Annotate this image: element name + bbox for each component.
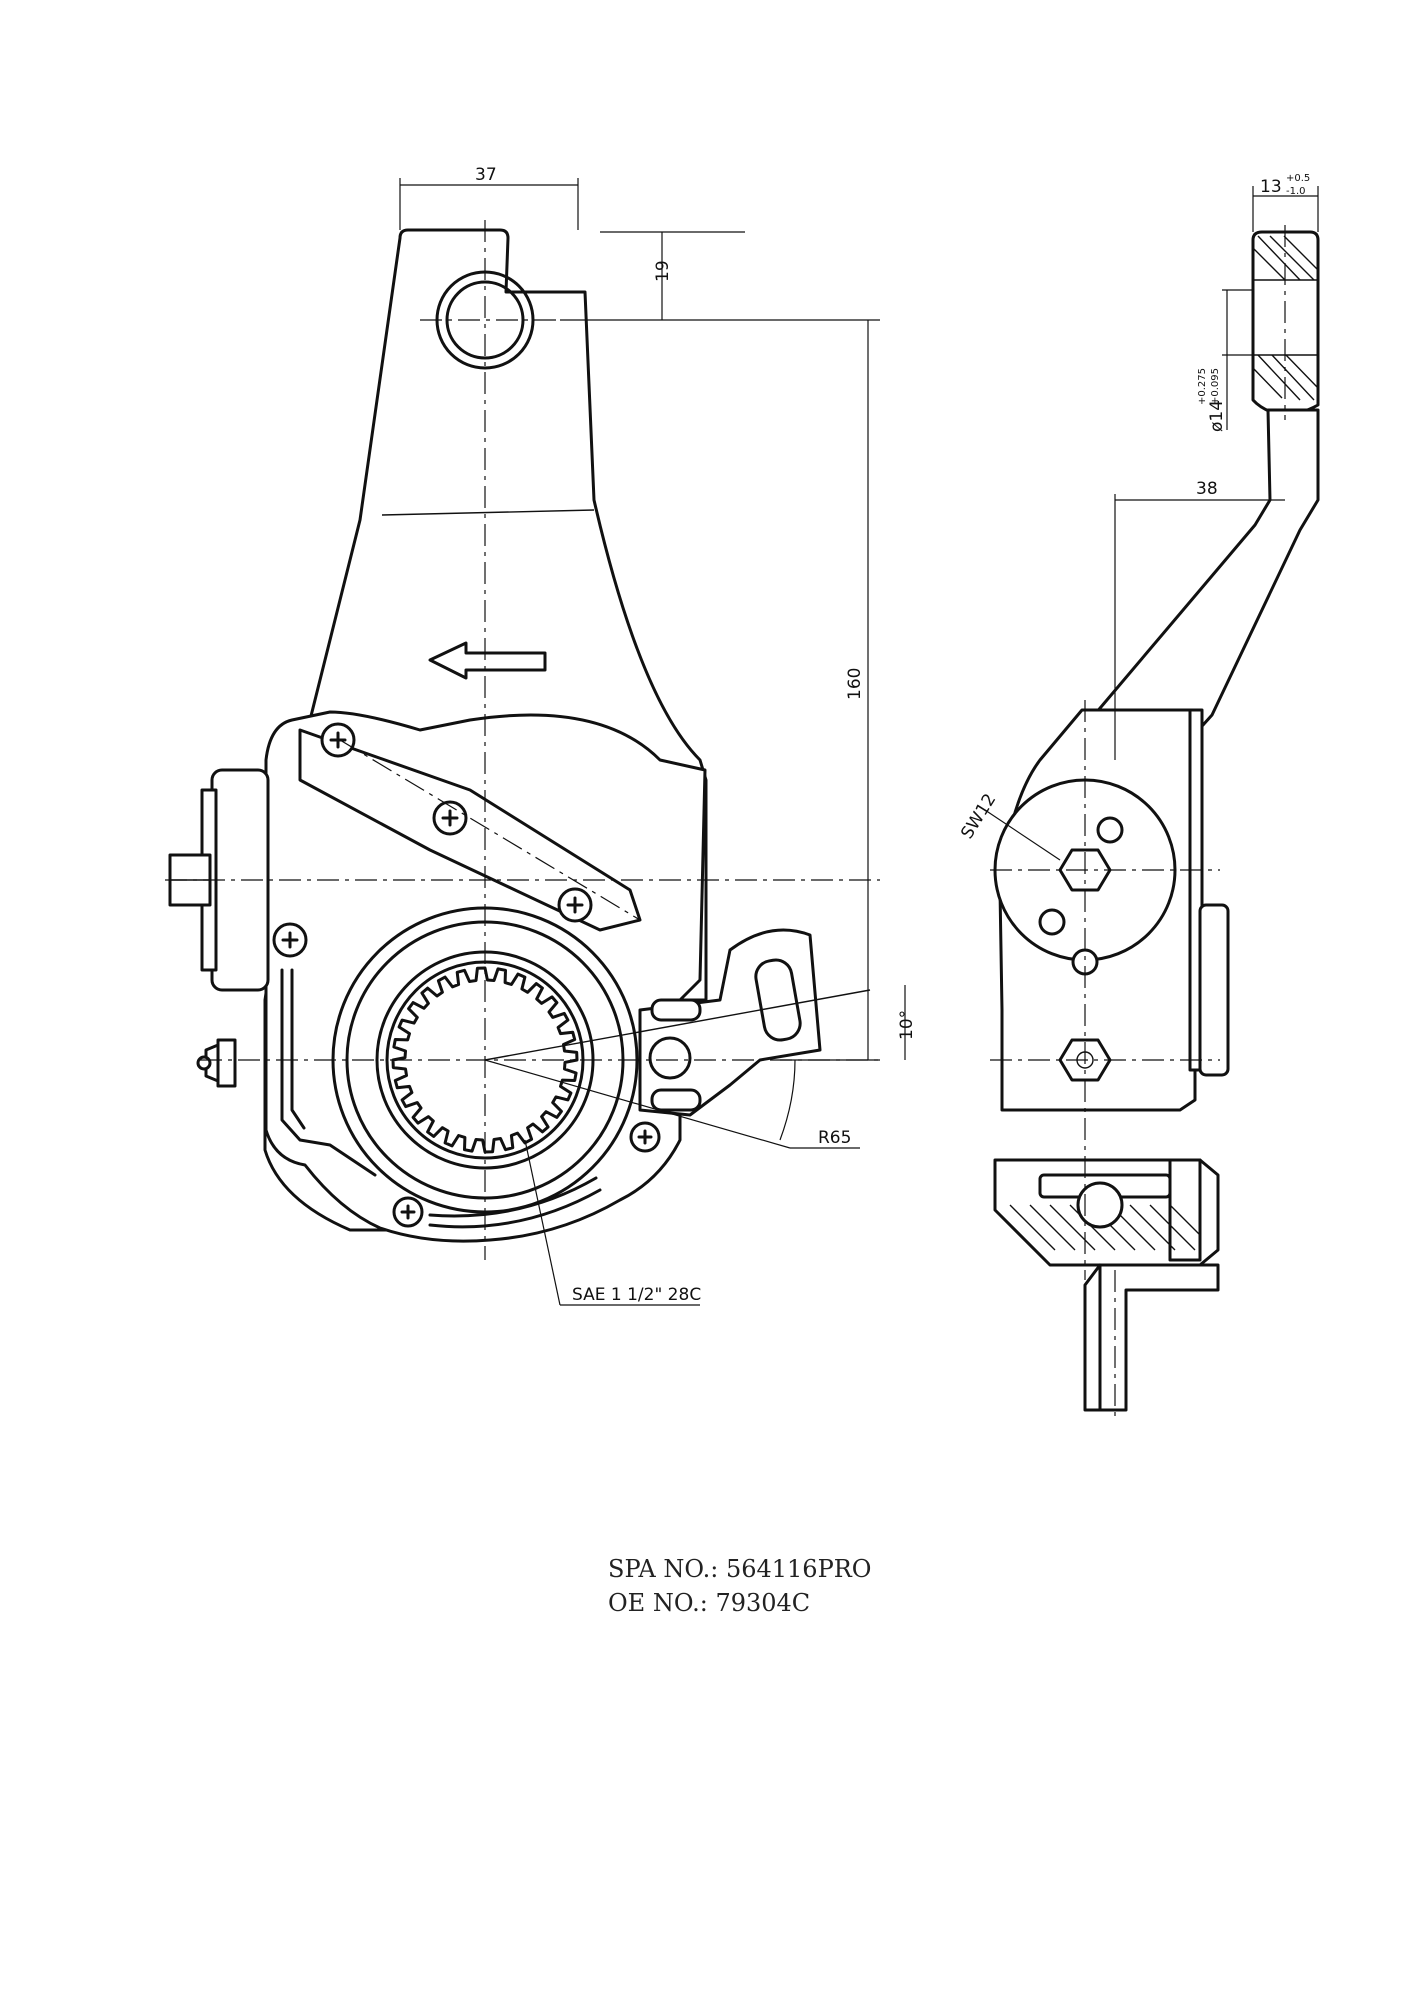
dim-d14-tol-upper: +0.275 xyxy=(1197,368,1208,405)
dim-38-label: 38 xyxy=(1196,479,1218,499)
dim-160-label: 160 xyxy=(845,668,865,700)
oe-number: OE NO.: 79304C xyxy=(608,1589,811,1617)
front-view: 37 19 160 10° R65 SAE 1 1/2" 28C xyxy=(165,165,917,1306)
dim-radius-label: R65 xyxy=(818,1128,851,1148)
dim-spline-label: SAE 1 1/2" 28C xyxy=(572,1285,701,1305)
mounting-bracket xyxy=(1098,1263,1220,1412)
side-view: 38 SW12 13 +0.5 -1.0 ø14 +0.275 +0.095 xyxy=(957,173,1320,1420)
dim-d14-label: ø14 xyxy=(1207,400,1227,432)
dim-13-label: 13 xyxy=(1260,177,1282,197)
part-number-caption: SPA NO.: 564116PRO OE NO.: 79304C xyxy=(608,1552,871,1620)
dim-d14-tol-lower: +0.095 xyxy=(1210,368,1221,405)
dim-13-tol-upper: +0.5 xyxy=(1286,173,1310,184)
dim-13-tol-lower: -1.0 xyxy=(1286,186,1306,197)
dim-angle-label: 10° xyxy=(897,1010,917,1040)
clevis-hole-inner xyxy=(445,280,525,360)
screw-icon xyxy=(272,722,661,1228)
direction-arrow-icon xyxy=(428,641,547,680)
spa-number: SPA NO.: 564116PRO xyxy=(608,1555,872,1583)
dim-37-label: 37 xyxy=(475,165,497,185)
grease-nipple xyxy=(204,1038,237,1088)
dim-19-label: 19 xyxy=(653,260,673,282)
side-arm xyxy=(1073,408,1320,747)
